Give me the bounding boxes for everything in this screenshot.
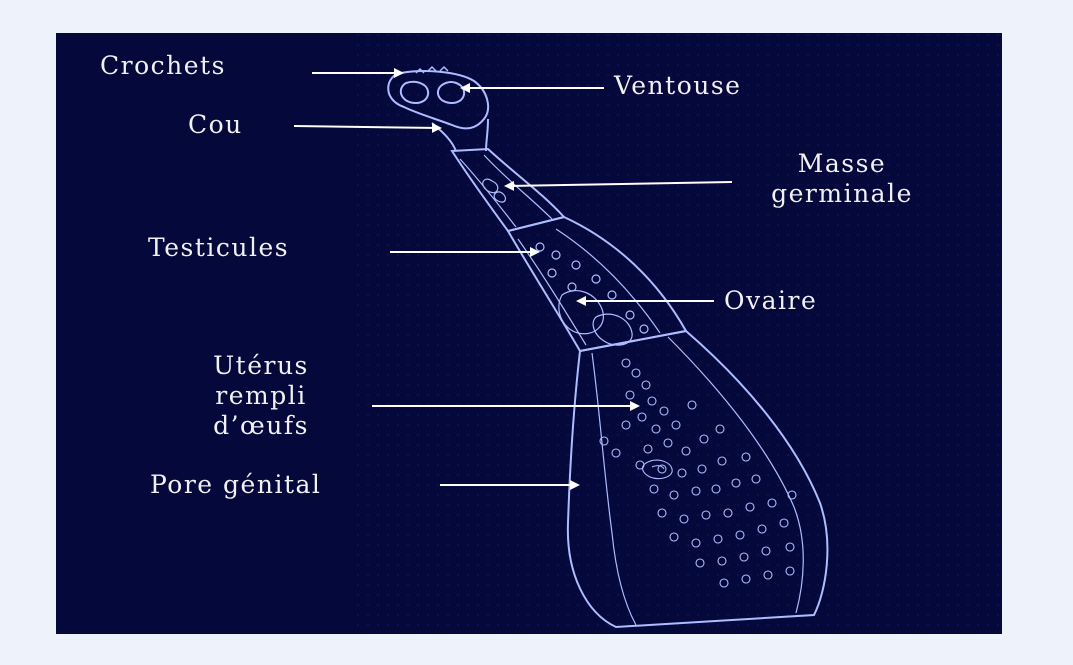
diagram-panel: Crochets Ventouse Cou Masse germinale Te… xyxy=(56,33,1002,634)
label-crochets: Crochets xyxy=(100,51,226,81)
label-ovaire: Ovaire xyxy=(724,286,817,316)
label-uterus-line3: d’œufs xyxy=(186,411,336,441)
label-testicules: Testicules xyxy=(148,233,289,263)
label-uterus-rempli-oeufs: Utérus rempli d’œufs xyxy=(186,351,336,441)
label-pore-genital: Pore génital xyxy=(150,470,321,500)
label-masse-line1: Masse xyxy=(732,149,952,179)
label-ventouse: Ventouse xyxy=(614,71,741,101)
label-cou: Cou xyxy=(188,110,243,140)
background-texture xyxy=(356,33,1002,634)
label-uterus-line1: Utérus xyxy=(186,351,336,381)
label-masse-germinale: Masse germinale xyxy=(732,149,952,209)
label-uterus-line2: rempli xyxy=(186,381,336,411)
label-masse-line2: germinale xyxy=(732,179,952,209)
